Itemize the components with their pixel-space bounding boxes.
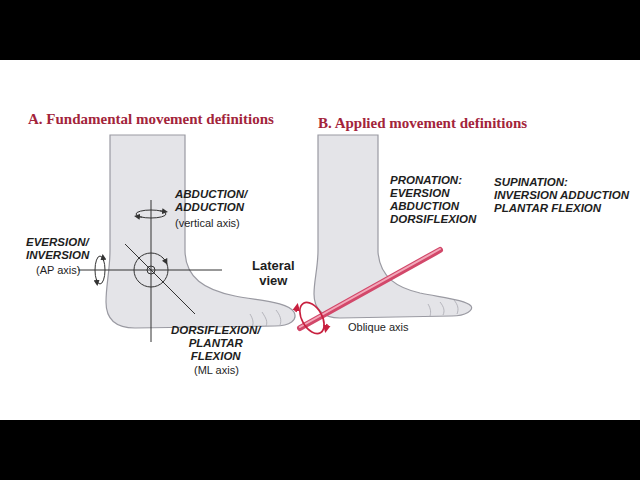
- pronation-label: PRONATION: EVERSION ABDUCTION DORSIFLEXI…: [390, 174, 476, 226]
- section-heading: A. Fundamental movement definitions: [28, 111, 274, 128]
- section-heading: B. Applied movement definitions: [318, 115, 527, 132]
- axis-label: Oblique axis: [348, 321, 409, 334]
- rotation-arrow: [96, 279, 98, 283]
- rotation-circle: [134, 253, 168, 287]
- top-bar: [0, 0, 640, 60]
- foot-b: [314, 135, 472, 318]
- abduction-rotation: [136, 210, 166, 218]
- rotation-arrow: [296, 307, 297, 312]
- rotation-arrow: [162, 257, 166, 262]
- oblique-rotation: [295, 298, 329, 337]
- toes-b: [428, 300, 458, 316]
- view-label: Lateral view: [252, 258, 295, 288]
- rotation-arrow: [326, 324, 327, 329]
- supination-label: SUPINATION: INVERSION ADDUCTION PLANTAR …: [494, 176, 634, 215]
- axis-center: [147, 266, 155, 274]
- axis-label: (ML axis): [194, 364, 239, 377]
- ml-axis: [125, 244, 195, 314]
- movement-label: DORSIFLEXION/ PLANTAR FLEXION: [171, 324, 260, 363]
- axis-label: (vertical axis): [175, 217, 240, 230]
- axis-label: (AP axis): [36, 264, 80, 277]
- eversion-rotation: [95, 256, 105, 284]
- rotation-arrow: [160, 210, 165, 212]
- bottom-bar: [0, 420, 640, 480]
- oblique-axis-rod: [300, 250, 440, 328]
- foot-a: [106, 135, 295, 328]
- movement-label: EVERSION/ INVERSION: [26, 236, 89, 262]
- movement-label: ABDUCTION/ ADDUCTION: [175, 188, 247, 214]
- rotation-arrow: [103, 257, 105, 261]
- rotation-arrow: [137, 216, 142, 218]
